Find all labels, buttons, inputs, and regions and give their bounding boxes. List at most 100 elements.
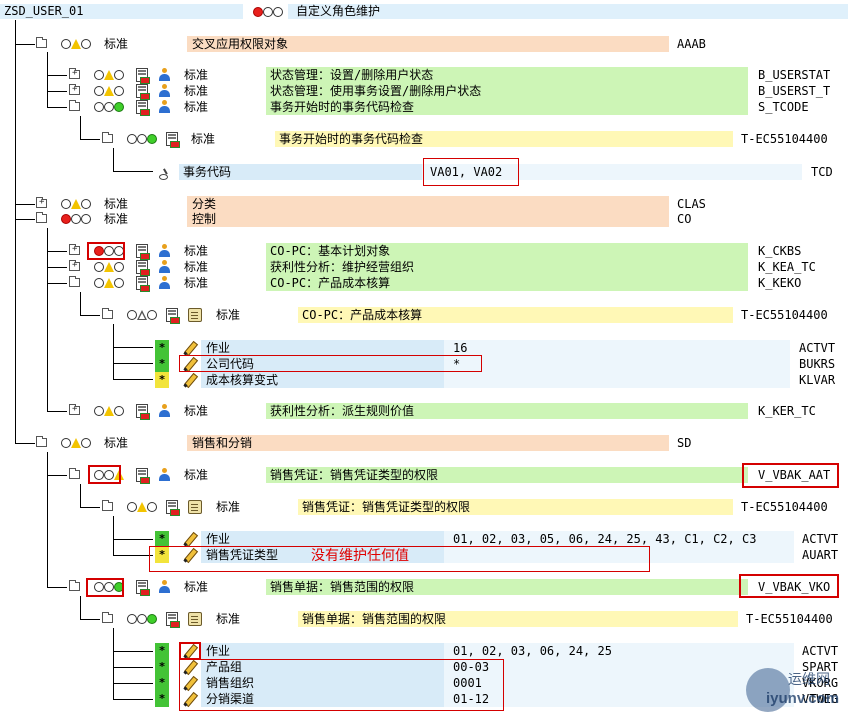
status-lights-icon xyxy=(94,262,124,272)
node-status-label: 标准 xyxy=(191,132,216,146)
field-label: 作业 xyxy=(206,341,231,355)
folder-closed-icon[interactable] xyxy=(69,67,80,79)
field-status-star: * xyxy=(155,340,169,356)
tree-node-k-keko-auth[interactable]: 标准 CO-PC：产品成本核算 T-EC55104400 xyxy=(0,307,848,324)
auth-object-icon xyxy=(158,244,172,258)
node-tech-name: V_VBAK_AAT xyxy=(758,468,831,482)
folder-open-icon[interactable] xyxy=(102,612,113,623)
profile-icon xyxy=(136,404,150,420)
field-row-auart[interactable]: * 销售凭证类型 AUART 没有维护任何值 xyxy=(0,547,848,563)
field-value[interactable]: 0001 xyxy=(453,676,482,690)
field-tech-name: BUKRS xyxy=(799,357,836,371)
node-status-label: 标准 xyxy=(184,276,209,290)
status-lights-icon xyxy=(61,438,91,448)
node-status-label: 标准 xyxy=(104,37,129,51)
field-label: 作业 xyxy=(206,532,231,546)
field-label: 事务代码 xyxy=(183,165,232,179)
node-status-label: 标准 xyxy=(184,84,209,98)
tree-node-k-ckbs[interactable]: 标准 CO-PC：基本计划对象 K_CKBS xyxy=(0,243,848,260)
folder-open-icon[interactable] xyxy=(36,37,47,48)
node-tech-name: V_VBAK_VKO xyxy=(758,580,831,594)
tree-line xyxy=(15,20,16,444)
folder-closed-icon[interactable] xyxy=(69,243,80,255)
folder-open-icon[interactable] xyxy=(102,132,113,143)
pencil-icon[interactable] xyxy=(183,373,197,387)
field-icon xyxy=(158,165,172,180)
tree-node-v-vbak-vko-auth[interactable]: 标准 销售单据：销售范围的权限 T-EC55104400 xyxy=(0,611,848,628)
field-value[interactable]: VA01, VA02 xyxy=(430,165,503,179)
highlight-box xyxy=(88,465,121,484)
node-tech-name: T-EC55104400 xyxy=(741,132,828,146)
folder-closed-icon[interactable] xyxy=(36,196,47,208)
folder-open-icon[interactable] xyxy=(102,500,113,511)
field-value[interactable]: 01-12 xyxy=(453,692,490,706)
field-label: 销售凭证类型 xyxy=(206,548,279,562)
profile-icon xyxy=(166,132,180,148)
field-row-vkorg[interactable]: * 销售组织 0001 VKORG xyxy=(0,675,848,691)
field-row-klvar[interactable]: * 成本核算变式 KLVAR xyxy=(0,372,848,388)
folder-open-icon[interactable] xyxy=(36,436,47,447)
tree-node-v-vbak-vko[interactable]: 标准 销售单据：销售范围的权限 V_VBAK_VKO xyxy=(0,579,848,596)
status-lights-icon xyxy=(94,278,124,288)
status-lights-icon xyxy=(61,214,91,224)
tree-node-v-vbak-aat[interactable]: 标准 销售凭证：销售凭证类型的权限 V_VBAK_AAT xyxy=(0,467,848,484)
profile-icon xyxy=(136,468,150,484)
field-status-star: * xyxy=(155,356,169,372)
node-tech-name: CO xyxy=(677,212,692,226)
field-row-actvt[interactable]: * 作业 01, 02, 03, 05, 06, 24, 25, 43, C1,… xyxy=(0,531,848,547)
watermark-line2: iyunv.com xyxy=(766,692,840,706)
field-row-vtweg[interactable]: * 分销渠道 01-12 VTWEG xyxy=(0,691,848,707)
scroll-icon xyxy=(188,308,202,322)
tree-node-s-tcode[interactable]: 标准 事务开始时的事务代码检查 S_TCODE xyxy=(0,99,848,116)
field-value[interactable]: 01, 02, 03, 06, 24, 25 xyxy=(453,644,612,658)
pencil-icon[interactable] xyxy=(183,341,197,355)
field-value[interactable]: * xyxy=(453,357,461,371)
tree-node-k-ker-tc[interactable]: 标准 获利性分析：派生规则价值 K_KER_TC xyxy=(0,403,848,420)
node-tech-name: K_KEA_TC xyxy=(758,260,816,274)
tree-node-co[interactable]: 标准 控制 CO xyxy=(0,211,848,227)
field-row-bukrs[interactable]: * 公司代码 * BUKRS xyxy=(0,356,848,372)
tree-node-s-tcode-auth[interactable]: 标准 事务开始时的事务代码检查 T-EC55104400 xyxy=(0,131,848,148)
tree-node-aaab[interactable]: 标准 交叉应用权限对象 AAAB xyxy=(0,36,848,52)
node-description: CO-PC：产品成本核算 xyxy=(302,308,423,322)
node-status-label: 标准 xyxy=(184,100,209,114)
tree-node-b-userst-t[interactable]: 标准 状态管理：使用事务设置/删除用户状态 B_USERST_T xyxy=(0,83,848,100)
field-status-star: * xyxy=(155,547,169,563)
watermark-logo-icon xyxy=(746,668,790,712)
field-status-star: * xyxy=(155,372,169,388)
folder-open-icon[interactable] xyxy=(69,580,80,591)
profile-icon xyxy=(136,276,150,292)
folder-open-icon[interactable] xyxy=(36,212,47,223)
tree-node-clas[interactable]: 标准 分类 CLAS xyxy=(0,196,848,212)
folder-open-icon[interactable] xyxy=(69,276,80,287)
profile-icon xyxy=(136,244,150,260)
field-row-actvt[interactable]: * 作业 16 ACTVT xyxy=(0,340,848,356)
profile-icon xyxy=(136,84,150,100)
field-row-actvt[interactable]: * 作业 01, 02, 03, 06, 24, 25 ACTVT xyxy=(0,643,848,659)
node-description: CO-PC：基本计划对象 xyxy=(270,244,391,258)
tree-node-sd[interactable]: 标准 销售和分销 SD xyxy=(0,435,848,451)
folder-open-icon[interactable] xyxy=(69,100,80,111)
field-row-tcd[interactable]: 事务代码 VA01, VA02 TCD xyxy=(0,164,848,180)
field-row-spart[interactable]: * 产品组 00-03 SPART xyxy=(0,659,848,675)
field-tech-name: KLVAR xyxy=(799,373,836,387)
folder-open-icon[interactable] xyxy=(102,308,113,319)
field-value[interactable]: 01, 02, 03, 05, 06, 24, 25, 43, C1, C2, … xyxy=(453,532,757,546)
folder-open-icon[interactable] xyxy=(69,468,80,479)
tree-node-k-keko[interactable]: 标准 CO-PC：产品成本核算 K_KEKO xyxy=(0,275,848,292)
folder-closed-icon[interactable] xyxy=(69,403,80,415)
node-status-label: 标准 xyxy=(216,500,241,514)
folder-closed-icon[interactable] xyxy=(69,83,80,95)
folder-closed-icon[interactable] xyxy=(69,259,80,271)
annotation-note: 没有维护任何值 xyxy=(311,547,409,563)
tree-node-k-kea-tc[interactable]: 标准 获利性分析：维护经营组织 K_KEA_TC xyxy=(0,259,848,276)
field-value[interactable]: 16 xyxy=(453,341,468,355)
field-value[interactable]: 00-03 xyxy=(453,660,490,674)
field-tech-name: TCD xyxy=(811,165,833,179)
tree-node-b-userstat[interactable]: 标准 状态管理：设置/删除用户状态 B_USERSTAT xyxy=(0,67,848,84)
node-description: 销售凭证：销售凭证类型的权限 xyxy=(302,500,471,514)
pencil-icon[interactable] xyxy=(183,532,197,546)
tree-node-v-vbak-aat-auth[interactable]: 标准 销售凭证：销售凭证类型的权限 T-EC55104400 xyxy=(0,499,848,516)
node-description: 状态管理：设置/删除用户状态 xyxy=(270,68,434,82)
node-description: 交叉应用权限对象 xyxy=(192,37,289,51)
